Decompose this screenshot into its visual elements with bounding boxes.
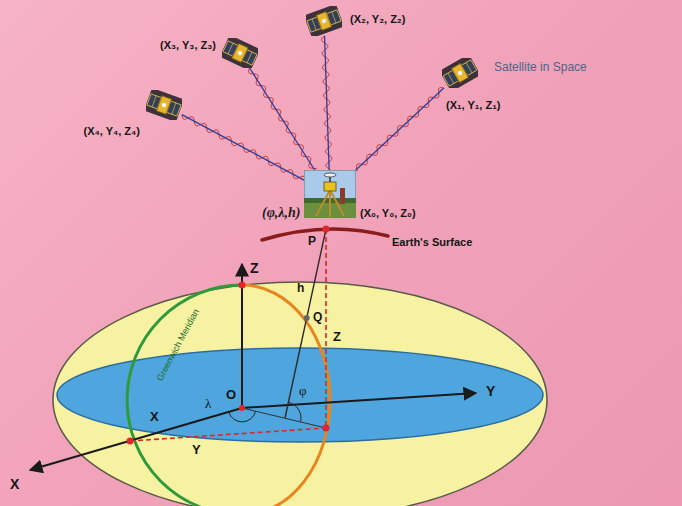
satellite-antenna — [237, 50, 243, 56]
coordinate-label: (X₀, Y₀, Z₀) — [360, 206, 416, 220]
point-p — [323, 226, 330, 233]
longitude-symbol: λ — [205, 397, 211, 412]
axis-label: Y — [486, 383, 495, 399]
axis-label: Z — [250, 260, 259, 276]
latitude-arc — [288, 402, 301, 421]
panel-grid — [228, 43, 233, 54]
latitude-symbol: φ — [299, 384, 307, 399]
signal-wave — [357, 88, 444, 172]
satellite-body — [317, 12, 332, 30]
antenna-dish — [324, 173, 336, 177]
origin-label: O — [226, 388, 236, 403]
satellite-body — [157, 96, 172, 114]
ellipsoid — [53, 282, 547, 506]
satellite-shadow — [442, 58, 478, 88]
signal-line — [250, 68, 315, 170]
greenwich-meridian — [127, 285, 242, 506]
satellite-shadow — [222, 38, 258, 68]
panel-grid — [466, 63, 472, 73]
point-q — [304, 315, 310, 321]
x-axis — [30, 408, 242, 470]
y-projection — [130, 428, 326, 441]
satellite: (X₃, Y₃, Z₃) — [222, 38, 258, 68]
photo-sky — [304, 170, 356, 218]
satellite-body — [232, 44, 248, 63]
caption-label: Satellite in Space — [494, 61, 587, 75]
panel-grid — [172, 103, 176, 114]
satellite-antenna — [321, 18, 327, 24]
local-meridian — [242, 285, 330, 506]
satellite-shadow — [306, 6, 342, 36]
panel-grid — [247, 52, 252, 63]
satellite-icon — [442, 58, 478, 88]
panel-grid — [152, 96, 156, 107]
receiver-unit — [324, 182, 336, 191]
tripod-leg — [329, 190, 331, 217]
satellite: (X₁, Y₁, Z₁) — [442, 58, 478, 88]
satellite-shadow — [146, 90, 182, 120]
signal-line — [356, 88, 444, 170]
coordinate-label: (X₃, Y₃, Z₃) — [160, 38, 216, 52]
satellite-body — [452, 64, 469, 83]
signal-wave — [322, 36, 332, 170]
coordinate-label: X — [150, 410, 159, 425]
signal-line — [182, 115, 304, 180]
origin-point — [239, 405, 245, 411]
surface-label: Earth's Surface — [392, 236, 472, 249]
satellite: (X₂, Y₂, Z₂) — [306, 6, 342, 36]
panel-grid — [332, 12, 336, 23]
coordinate-label: (X₄, Y₄, Z₄) — [84, 124, 140, 138]
panel-grid — [312, 19, 316, 30]
point-label: Q — [313, 311, 322, 325]
geodetic-coordinates: (φ,λ,h) — [262, 205, 301, 221]
satellite-icon — [306, 6, 342, 36]
coordinate-label: Y — [192, 443, 201, 458]
gps-receiver: (X₀, Y₀, Z₀) — [304, 170, 356, 218]
panel-grid — [448, 73, 454, 83]
satellite-antenna — [161, 102, 167, 108]
surveyor-figure — [340, 188, 345, 204]
x-point — [127, 438, 134, 445]
axis-label: X — [10, 476, 19, 492]
satellite: (X₄, Y₄, Z₄) — [146, 90, 182, 120]
foot-point — [323, 425, 330, 432]
signal-line — [325, 36, 330, 170]
ellipsoid-normal — [285, 229, 326, 418]
longitude-arc — [229, 411, 256, 422]
satellite-icon — [146, 90, 182, 120]
point-label: P — [308, 235, 316, 249]
height-label: h — [297, 282, 304, 296]
pole-point — [239, 282, 246, 289]
satellite-antenna — [457, 70, 463, 76]
coordinate-label: (X₂, Y₂, Z₂) — [350, 12, 405, 26]
coordinate-label: Z — [333, 330, 341, 345]
receiver-icon — [304, 170, 356, 218]
satellite-icon — [222, 38, 258, 68]
radial-line — [242, 408, 326, 428]
z-projection — [325, 229, 327, 428]
coordinate-label: (X₁, Y₁, Z₁) — [446, 98, 500, 112]
tripod-leg — [316, 190, 330, 216]
y-axis — [242, 393, 476, 408]
